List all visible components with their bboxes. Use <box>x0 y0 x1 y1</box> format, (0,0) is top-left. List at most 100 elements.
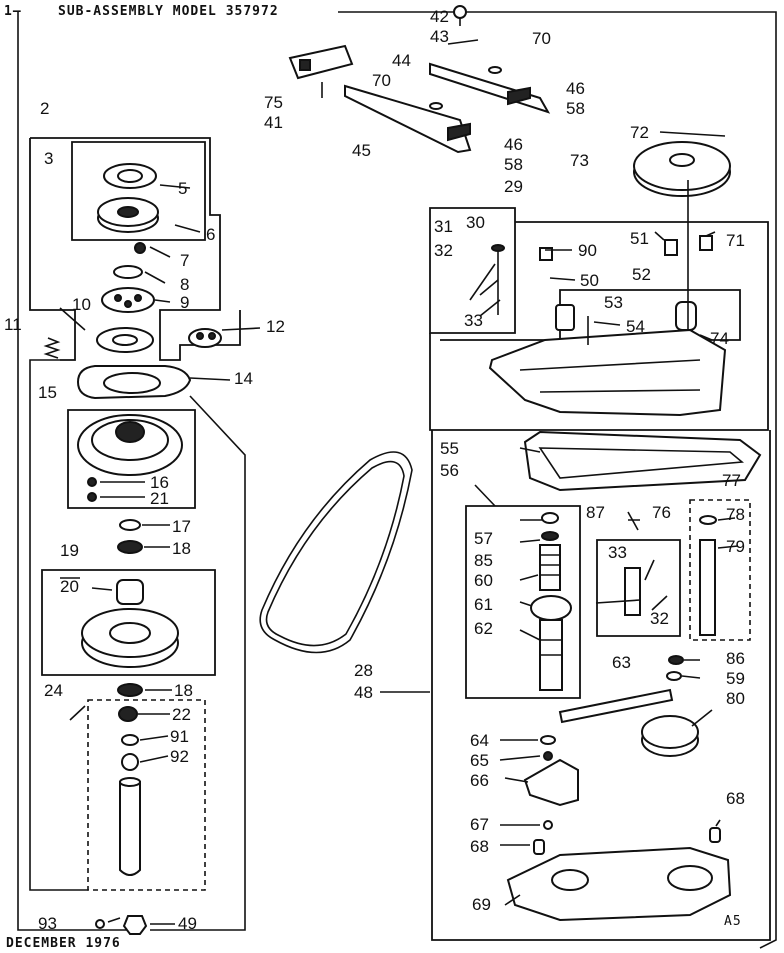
part-label-71: 71 <box>726 231 745 250</box>
part-label-52: 52 <box>632 265 651 284</box>
part-label-68-left: 68 <box>470 837 489 856</box>
part-label-51: 51 <box>630 229 649 248</box>
part-label-44: 44 <box>392 51 411 70</box>
part-label-19: 19 <box>60 541 79 560</box>
part-label-24: 24 <box>44 681 63 700</box>
part-label-5: 5 <box>178 179 188 198</box>
part-label-28: 28 <box>354 661 373 680</box>
part-7-ball <box>134 242 146 254</box>
part-label-74: 74 <box>710 329 729 348</box>
assembly-box-main <box>429 221 769 431</box>
part-49-nut <box>122 915 148 935</box>
part-label-18-upper: 18 <box>172 539 191 558</box>
part-label-67: 67 <box>470 815 489 834</box>
part-label-3: 3 <box>44 149 54 168</box>
part-93 <box>95 919 105 929</box>
part-20-bushing <box>116 579 144 605</box>
assembly-box-56 <box>465 505 581 699</box>
part-label-11: 11 <box>4 315 22 334</box>
part-59 <box>666 671 682 681</box>
part-label-78: 78 <box>726 505 745 524</box>
part-92 <box>121 753 139 771</box>
part-label-68-right: 68 <box>726 789 745 808</box>
part-label-92: 92 <box>170 747 189 766</box>
part-72-pointer <box>659 131 726 137</box>
part-45-lever <box>344 84 472 154</box>
part-61-gear <box>530 595 572 621</box>
part-68-left <box>533 839 545 855</box>
part-57 <box>541 512 559 524</box>
part-label-86: 86 <box>726 649 745 668</box>
part-label-22: 22 <box>172 705 191 724</box>
part-74 <box>675 301 697 331</box>
part-label-91: 91 <box>170 727 189 746</box>
assembly-box-29 <box>429 207 516 334</box>
part-label-56: 56 <box>440 461 459 480</box>
part-label-45: 45 <box>352 141 371 160</box>
part-label-10: 10 <box>72 295 91 314</box>
part-label-62: 62 <box>474 619 493 638</box>
part-label-48: 48 <box>354 683 373 702</box>
part-label-63: 63 <box>612 653 631 672</box>
part-label-8: 8 <box>180 275 190 294</box>
assembly-box-24 <box>87 699 206 891</box>
part-label-15: 15 <box>38 383 57 402</box>
part-66-shifter <box>523 758 579 807</box>
part-label-29: 29 <box>504 177 523 196</box>
part-label-6: 6 <box>206 225 216 244</box>
part-label-18-lower: 18 <box>174 681 193 700</box>
part-label-59: 59 <box>726 669 745 688</box>
part-label-76: 76 <box>652 503 671 522</box>
part-21 <box>87 492 97 502</box>
part-85 <box>541 531 559 541</box>
assembly-box-3 <box>71 141 206 241</box>
frame-right-edge <box>338 11 777 949</box>
part-label-46-top: 46 <box>566 79 585 98</box>
part-label-14: 14 <box>234 369 253 388</box>
part-label-54: 54 <box>626 317 645 336</box>
part-28-belt <box>259 451 413 654</box>
part-label-41: 41 <box>264 113 283 132</box>
assembly-box-19 <box>41 569 216 676</box>
part-68-right <box>709 827 721 843</box>
assembly-box-76 <box>596 539 681 637</box>
diagram-date: DECEMBER 1976 <box>6 936 121 951</box>
part-label-85: 85 <box>474 551 493 570</box>
part-label-72: 72 <box>630 123 649 142</box>
part-87-spring <box>627 511 639 531</box>
part-label-7: 7 <box>180 251 190 270</box>
page-marker: 1— <box>4 4 22 19</box>
part-label-70-mid: 70 <box>372 71 391 90</box>
part-label-61: 61 <box>474 595 493 614</box>
part-76-lever <box>624 567 641 616</box>
page-code: A5 <box>724 914 742 929</box>
part-label-79: 79 <box>726 537 745 556</box>
part-label-58-mid: 58 <box>504 155 523 174</box>
assembly-box-15 <box>67 409 196 509</box>
part-label-70-top: 70 <box>532 29 551 48</box>
part-64 <box>540 735 556 745</box>
part-label-16: 16 <box>150 473 169 492</box>
part-label-12: 12 <box>266 317 285 336</box>
part-63-rod <box>558 688 674 724</box>
part-label-65: 65 <box>470 751 489 770</box>
part-label-50: 50 <box>580 271 599 290</box>
part-label-58-top: 58 <box>566 99 585 118</box>
part-67 <box>543 820 553 830</box>
part-label-33-mid: 33 <box>608 543 627 562</box>
part-18-upper <box>117 540 143 554</box>
part-label-20: 20 <box>60 577 79 596</box>
part-90-screw <box>539 247 553 261</box>
part-11-spring <box>43 337 61 359</box>
part-label-60: 60 <box>474 571 493 590</box>
part-53 <box>555 304 575 331</box>
part-label-93: 93 <box>38 914 57 933</box>
part-label-75: 75 <box>264 93 283 112</box>
part-label-49: 49 <box>178 914 197 933</box>
part-78 <box>699 515 717 525</box>
part-52-gearcase <box>488 328 727 417</box>
part-label-80: 80 <box>726 689 745 708</box>
part-label-30: 30 <box>466 213 485 232</box>
